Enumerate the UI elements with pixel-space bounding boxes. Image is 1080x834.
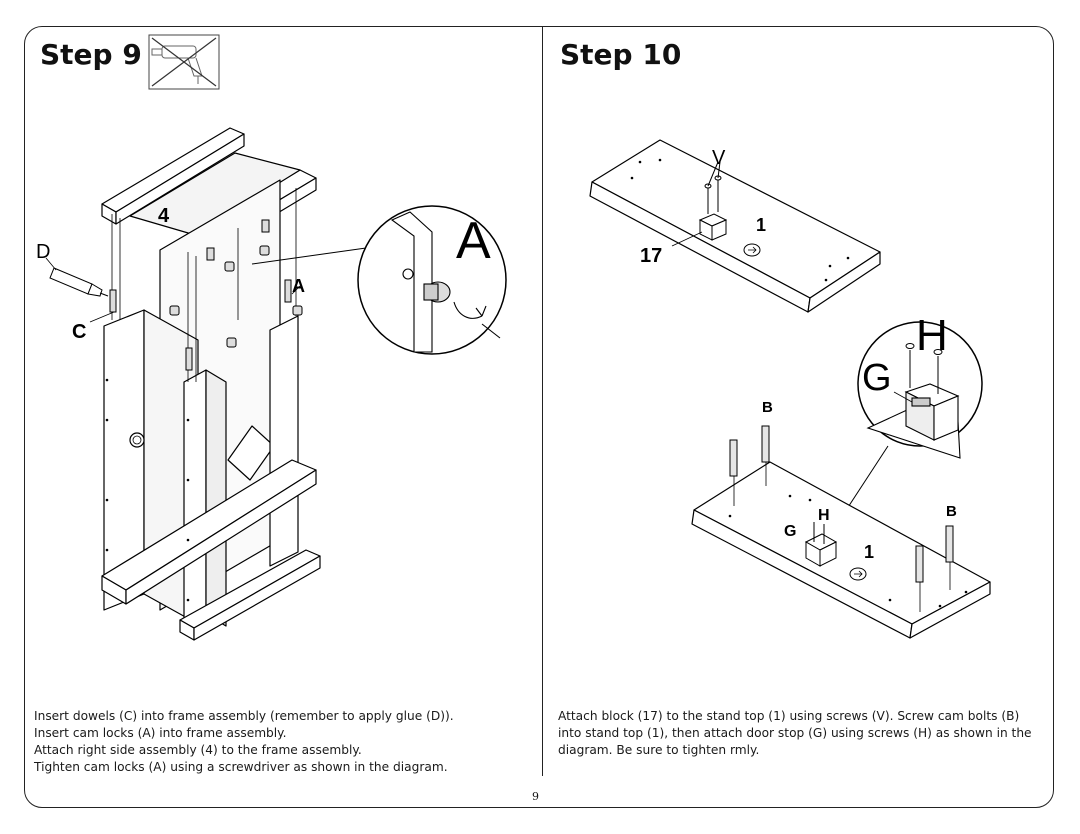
instruction-line: Tighten cam locks (A) using a screwdrive… xyxy=(34,760,448,774)
step-9-title: Step 9 xyxy=(40,38,142,71)
label-part-4: 4 xyxy=(158,205,170,227)
label-part-1-bottom: 1 xyxy=(864,542,874,562)
label-G-small: G xyxy=(784,523,796,540)
label-V: V xyxy=(712,147,726,169)
step-9-diagram xyxy=(45,127,507,641)
instruction-line: Attach right side assembly (4) to the fr… xyxy=(34,743,362,757)
label-G-large: G xyxy=(862,357,892,399)
label-D: D xyxy=(36,241,50,263)
instruction-line: diagram. Be sure to tighten rmly. xyxy=(558,743,760,757)
instruction-line: Insert cam locks (A) into frame assembly… xyxy=(34,726,287,740)
step-10-title: Step 10 xyxy=(560,38,682,71)
label-B-left: B xyxy=(762,399,773,416)
page-frame xyxy=(24,26,1054,808)
step-10-labels: V 1 17 H G B B H G 1 xyxy=(640,147,957,562)
label-B-right: B xyxy=(946,503,957,520)
step-9-labels: 4 D C A A xyxy=(36,205,491,343)
no-power-drill-icon xyxy=(148,34,220,90)
label-A-small: A xyxy=(292,276,305,296)
step-9-instructions: Insert dowels (C) into frame assembly (r… xyxy=(34,708,454,776)
page-number: 9 xyxy=(532,790,539,803)
step-10-top-diagram xyxy=(589,139,881,313)
label-part-1-top: 1 xyxy=(756,215,766,235)
column-divider xyxy=(542,26,543,776)
instruction-line: Attach block (17) to the stand top (1) u… xyxy=(558,709,1020,723)
step-10-instructions: Attach block (17) to the stand top (1) u… xyxy=(558,708,1032,759)
instruction-line: Insert dowels (C) into frame assembly (r… xyxy=(34,709,454,723)
label-C: C xyxy=(72,321,86,343)
label-A-large: A xyxy=(456,212,491,270)
label-part-17: 17 xyxy=(640,245,662,267)
instruction-line: into stand top (1), then attach door sto… xyxy=(558,726,1032,740)
label-H-large: H xyxy=(916,311,948,360)
label-H-small: H xyxy=(818,507,830,524)
step-10-bottom-diagram xyxy=(691,321,991,639)
